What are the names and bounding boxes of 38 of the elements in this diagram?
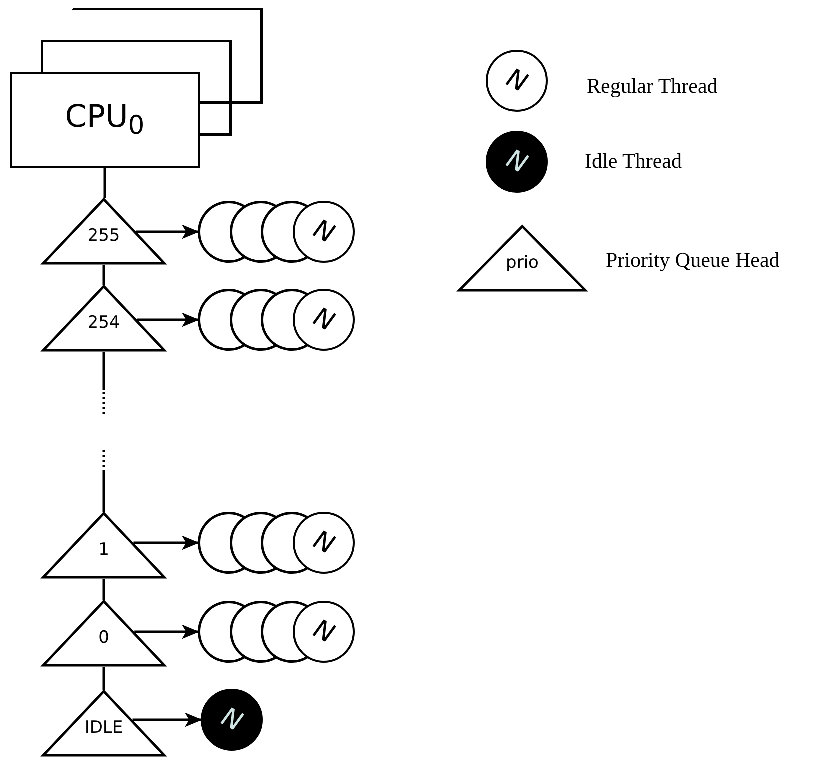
- thread-circle: [293, 512, 355, 574]
- cpu-label: CPU$_{0}$: [65, 98, 145, 142]
- thread-letter: N: [308, 528, 340, 558]
- priority-label: 254: [86, 313, 122, 334]
- connector-line: [104, 168, 106, 198]
- priority-label: 255: [86, 226, 122, 246]
- priority-queue-triangle: [42, 690, 166, 757]
- connector-line: [102, 579, 106, 600]
- priority-label: 0: [98, 628, 110, 648]
- arrow: [134, 536, 200, 550]
- priority-queue-triangle: [42, 198, 166, 265]
- thread-letter: N: [308, 216, 340, 248]
- priority-queue-triangle: [42, 285, 166, 352]
- thread-letter: N: [216, 704, 248, 736]
- priority-label: prio: [505, 253, 540, 274]
- priority-queue-triangle: [42, 512, 166, 579]
- arrow: [136, 224, 200, 240]
- thread-circle: [293, 201, 355, 263]
- thread-letter: N: [308, 616, 340, 648]
- thread-letter: N: [308, 304, 340, 336]
- thread-letter: N: [500, 146, 534, 178]
- node-caption: Regular Thread: [587, 74, 718, 99]
- priority-queue-triangle: [42, 600, 166, 667]
- node-caption: Idle Thread: [585, 149, 682, 174]
- thread-circle: [293, 601, 355, 663]
- thread-circle: [293, 289, 355, 351]
- node-caption: Priority Queue Head: [606, 248, 780, 273]
- arrow: [134, 624, 200, 640]
- arrow: [137, 312, 200, 328]
- priority-label: 1: [98, 540, 110, 560]
- connector-line: [102, 667, 106, 690]
- cpu-box: [10, 72, 200, 168]
- priority-label: IDLE: [84, 718, 124, 738]
- connector-line: [102, 352, 106, 512]
- priority-queue-triangle: [458, 225, 587, 292]
- thread-letter: N: [500, 66, 534, 96]
- connector-line: [102, 265, 106, 285]
- arrow: [132, 712, 202, 728]
